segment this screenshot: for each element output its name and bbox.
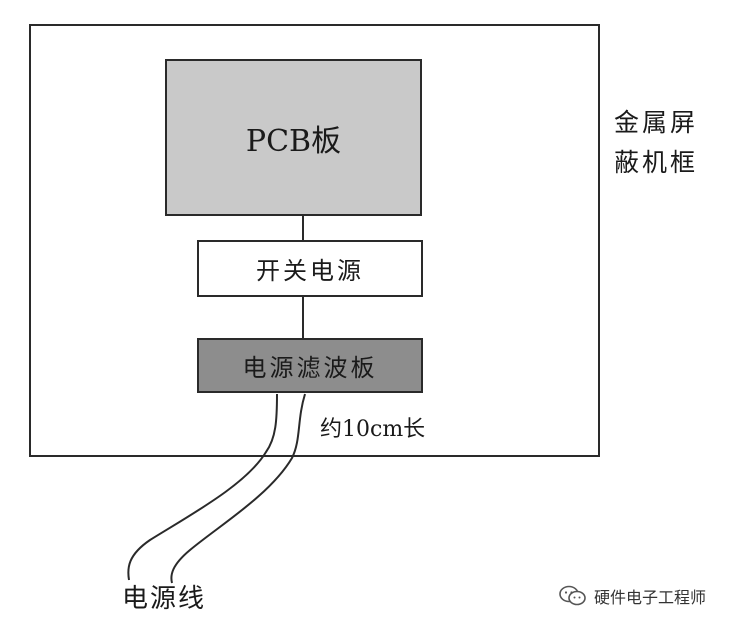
switching-power-supply-label: 开关电源 xyxy=(256,257,364,285)
power-cable-wire-left xyxy=(127,393,278,581)
power-filter-board-label: 电源滤波板 xyxy=(242,354,378,382)
wechat-icon xyxy=(559,585,586,606)
power-cable-label: 电源线 xyxy=(122,584,207,614)
watermark-text: 硬件电子工程师 xyxy=(594,588,707,607)
cable-length-label: 约10cm长 xyxy=(320,417,426,442)
switching-power-supply: 开关电源 xyxy=(197,240,423,297)
watermark: 硬件电子工程师 xyxy=(558,584,706,608)
pcb-board-label: PCB板 xyxy=(245,123,342,159)
enclosure-label: 金属屏蔽机框 xyxy=(614,108,699,177)
power-filter-board: 电源滤波板 xyxy=(197,338,423,393)
pcb-board: PCB板 xyxy=(165,59,422,216)
power-cable-wire-right xyxy=(170,393,306,584)
